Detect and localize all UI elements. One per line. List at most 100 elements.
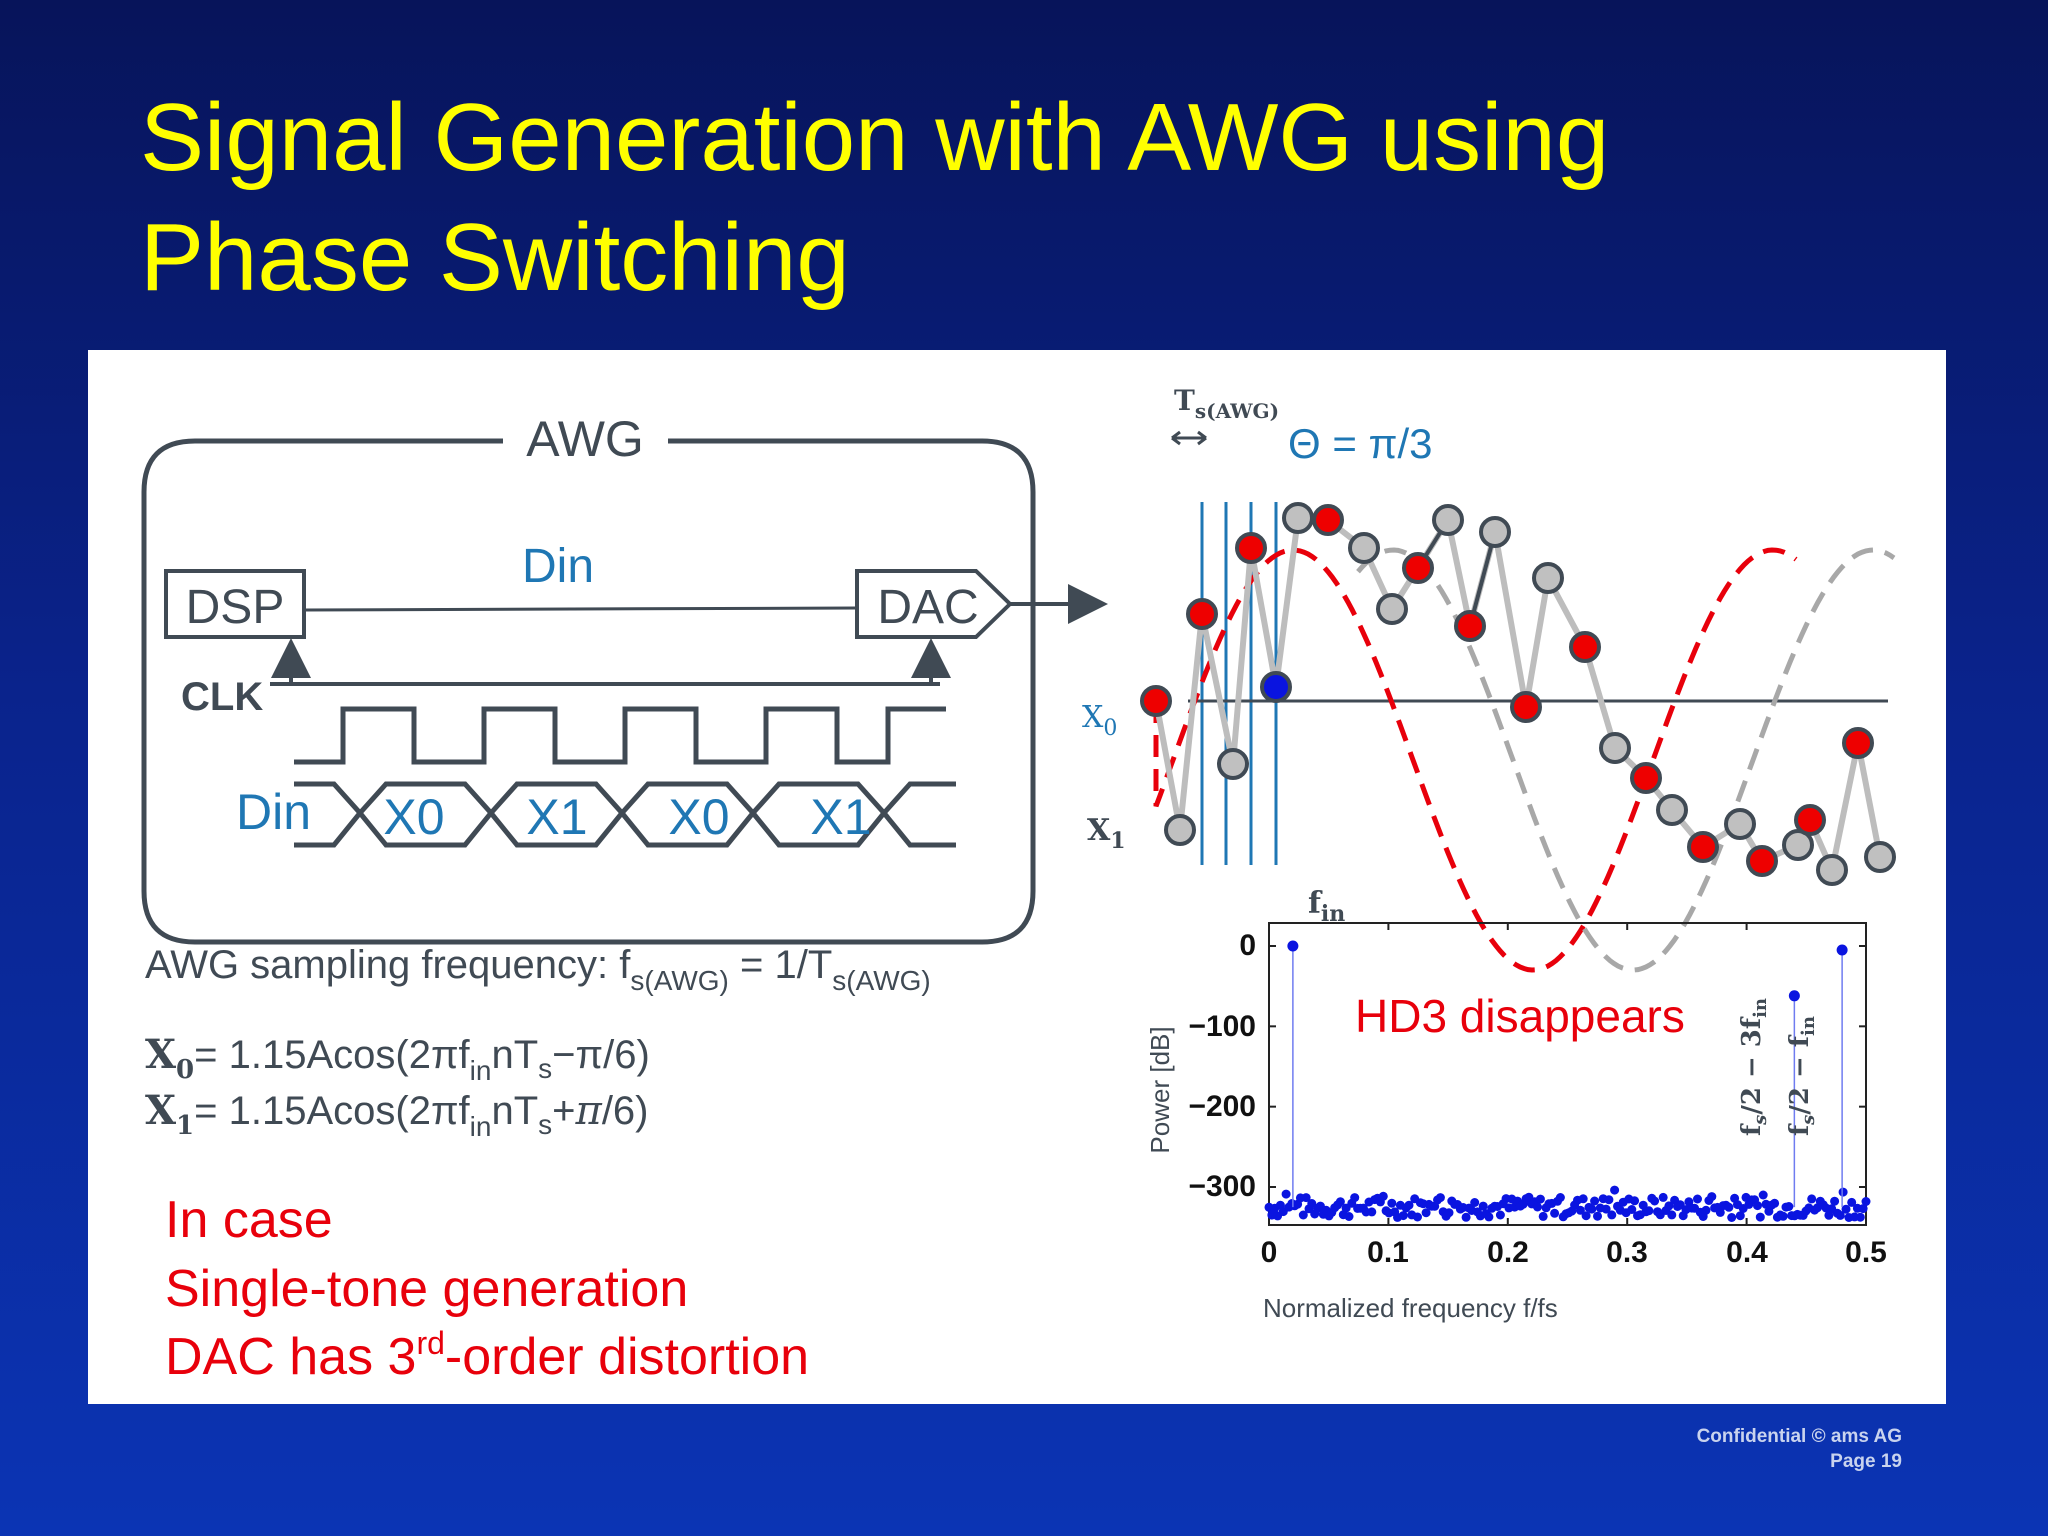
sampling-frequency-eq: AWG sampling frequency: fs(AWG) = 1/Ts(A… [145, 943, 931, 996]
noise-point [1701, 1205, 1711, 1215]
noise-point [1855, 1212, 1865, 1222]
x0-sample-point [1842, 727, 1874, 759]
noise-point [1593, 1211, 1602, 1221]
x1-sample-point [1782, 829, 1814, 861]
din-bus [294, 781, 956, 848]
noise-point [1735, 1211, 1745, 1221]
noise-point [1847, 1197, 1857, 1207]
x0-sample-point [1312, 504, 1344, 536]
noise-point [1667, 1210, 1677, 1220]
y-tick-label-0: 0 [1239, 929, 1256, 962]
bus-symbol-4: X1 [810, 789, 871, 845]
noise-point [1755, 1212, 1765, 1222]
peak-point [1836, 944, 1848, 956]
x-tick-label-0: 0 [1261, 1236, 1278, 1269]
clock-waveform [294, 706, 946, 765]
x0-sample-point [1569, 631, 1601, 663]
gray-dashed-sine [1356, 547, 1896, 973]
noise-point [1484, 1212, 1494, 1222]
noise-point [1861, 1197, 1871, 1206]
footer: Confidential © ams AG Page 19 [1697, 1424, 1902, 1474]
note-line-1: In case [165, 1191, 333, 1249]
noise-point [1658, 1192, 1668, 1202]
theta-label: Θ = π/3 [1288, 420, 1433, 467]
noise-point [1404, 1200, 1414, 1210]
awg-label: AWG [526, 411, 644, 467]
noise-point [1610, 1185, 1620, 1195]
awg-block: AWG DSP DAC Din CLK Din X0 X1 X0 [141, 411, 1108, 945]
x1-sample-point [1599, 732, 1631, 764]
x0-sample-point [1794, 804, 1826, 836]
clk-label: CLK [181, 675, 263, 719]
x1-sample-point [1432, 504, 1464, 536]
chart-marks [1264, 923, 1871, 1225]
din-line [303, 606, 858, 612]
red-dashed-sine [1153, 547, 1798, 973]
noise-point [1387, 1198, 1397, 1208]
noise-point [1841, 1204, 1851, 1214]
noise-point [1770, 1198, 1780, 1208]
noise-point [1627, 1205, 1637, 1214]
dsp-label: DSP [186, 581, 285, 634]
noise-point [1784, 1202, 1794, 1211]
sample-zigzag [1153, 512, 1883, 880]
noise-point [1650, 1196, 1660, 1206]
x1-sample-point [1479, 516, 1511, 548]
noise-point [1301, 1193, 1311, 1203]
dac-box [855, 569, 1013, 639]
noise-point [1778, 1211, 1788, 1221]
noise-point [1344, 1212, 1354, 1221]
x1-sample-point [1282, 502, 1314, 534]
noise-point [1727, 1213, 1737, 1222]
noise-point [1601, 1204, 1611, 1214]
din-top-label: Din [522, 540, 594, 593]
notes: In case Single-tone generation DAC has 3… [165, 1191, 809, 1386]
noise-point [1478, 1201, 1488, 1211]
noise-point [1707, 1192, 1717, 1202]
x-tick-label-3: 0.3 [1606, 1236, 1648, 1269]
peak-point [1287, 940, 1299, 952]
fin-label: fin [1308, 886, 1345, 927]
x-axis-label: Normalized frequency f/fs [1263, 1293, 1558, 1323]
noise-point [1413, 1212, 1422, 1222]
ts-label: Ts(AWG) [1174, 384, 1279, 423]
peak-point [1788, 990, 1800, 1002]
dsp-box [164, 569, 306, 639]
noise-point [1367, 1207, 1377, 1217]
noise-point [1724, 1202, 1734, 1212]
din-bus-label: Din [236, 784, 311, 840]
noise-point [1444, 1208, 1454, 1218]
noise-point [1644, 1206, 1654, 1216]
noise-point [1533, 1202, 1542, 1212]
x1-label: X1 [1087, 813, 1126, 854]
note-line-3: DAC has 3rd-order distortion [165, 1325, 809, 1386]
noise-point [1581, 1211, 1591, 1221]
x1-sample-point [1348, 532, 1380, 564]
title-line-1: Signal Generation with AWG using [140, 84, 1610, 191]
noise-point [1838, 1187, 1848, 1197]
x1-sample-point [1532, 562, 1564, 594]
ts-double-arrow [1171, 430, 1207, 446]
noise-point [1830, 1196, 1840, 1206]
noise-point [1298, 1210, 1308, 1220]
page-number: Page 19 [1830, 1451, 1902, 1472]
noise-point [1807, 1194, 1817, 1204]
noise-point [1398, 1211, 1408, 1221]
x0-start-point [1260, 671, 1292, 703]
noise-point [1495, 1210, 1505, 1220]
noise-point [1630, 1196, 1640, 1206]
x0-sample-point [1235, 532, 1267, 564]
x-tick-label-1: 0.1 [1367, 1236, 1409, 1269]
noise-point [1758, 1190, 1768, 1200]
noise-point [1753, 1201, 1762, 1211]
x-tick-label-2: 0.2 [1487, 1236, 1529, 1269]
bus-symbol-2: X1 [526, 789, 587, 845]
x1-sample-point [1376, 593, 1408, 625]
chart-axes-box [1268, 922, 1867, 1226]
noise-point [1590, 1196, 1600, 1206]
title-line-2: Phase Switching [140, 204, 850, 311]
x1-sample-point [1864, 841, 1896, 873]
noise-point [1693, 1194, 1702, 1204]
awg-frame [141, 438, 1036, 945]
noise-point [1281, 1189, 1291, 1199]
